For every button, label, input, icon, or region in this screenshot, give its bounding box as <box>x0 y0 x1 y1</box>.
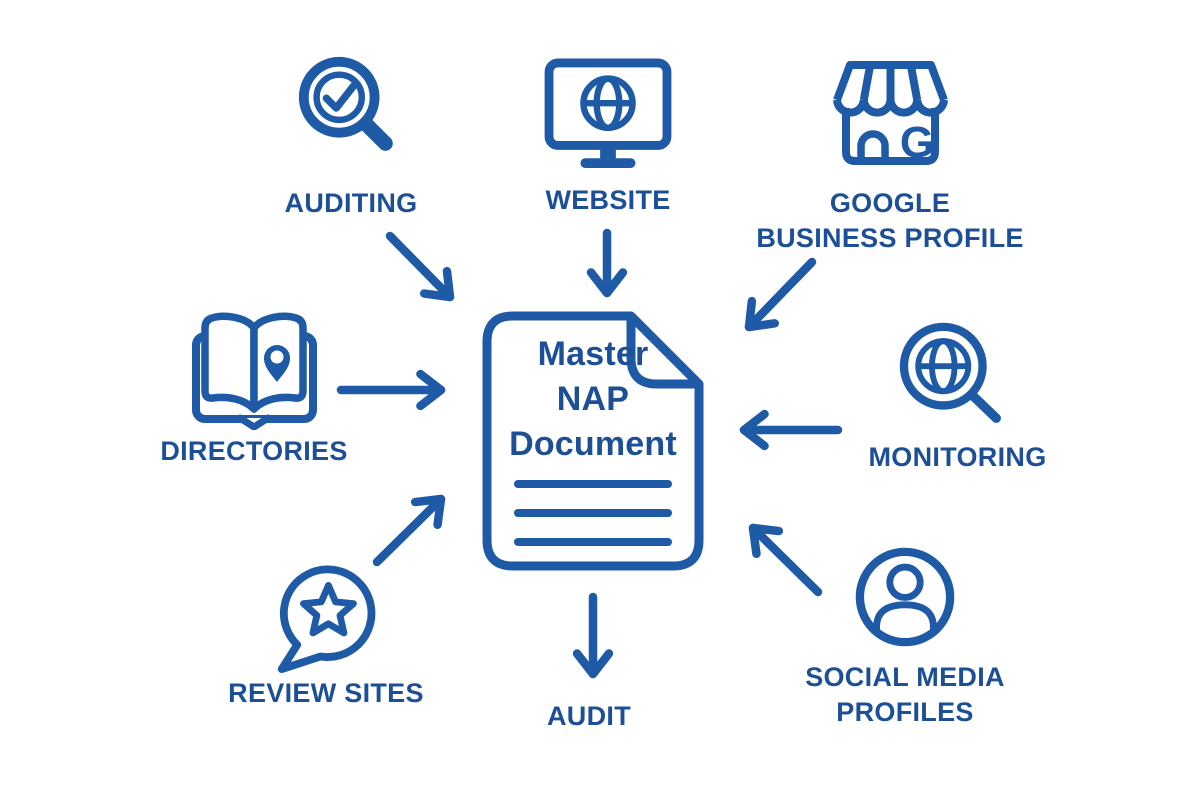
document-title-line1: Master <box>537 335 649 373</box>
arrow-monitoring <box>739 409 843 451</box>
monitor-globe-icon <box>544 58 672 169</box>
monitoring-label: MONITORING <box>868 442 1047 472</box>
audit-label: AUDIT <box>547 701 631 731</box>
social-label-line1: SOCIAL MEDIA <box>805 662 1005 692</box>
arrow-google-business-profile <box>744 257 817 332</box>
node-website: WEBSITE <box>503 57 713 218</box>
node-review-sites: REVIEW SITES <box>218 562 434 711</box>
node-monitoring: MONITORING <box>850 320 1065 475</box>
social-label-line2: PROFILES <box>836 697 974 727</box>
node-directories: DIRECTORIES <box>148 310 360 469</box>
open-book-location-pin-icon <box>192 312 317 430</box>
node-audit: AUDIT <box>504 699 674 734</box>
storefront-g-icon: G <box>832 61 948 167</box>
magnifier-check-icon <box>298 56 393 151</box>
person-circle-icon <box>855 547 955 647</box>
globe-magnifier-icon <box>899 322 1001 423</box>
node-google-business-profile: G GOOGLE BUSINESS PROFILE <box>756 56 1023 256</box>
arrow-website <box>586 228 628 298</box>
arrow-review-sites <box>372 494 446 567</box>
node-auditing: AUDITING <box>245 52 457 221</box>
gbp-label-line1: GOOGLE <box>829 188 951 218</box>
google-g-letter: G <box>899 118 933 167</box>
arrow-audit <box>572 592 614 679</box>
document-title-line3: Document <box>509 425 677 463</box>
node-social-media-profiles: SOCIAL MEDIA PROFILES <box>793 546 1017 730</box>
auditing-label: AUDITING <box>284 188 418 218</box>
master-nap-document: Master NAP Document <box>481 310 705 572</box>
gbp-label-line2: BUSINESS PROFILE <box>756 223 1024 253</box>
arrow-auditing <box>385 231 455 302</box>
directories-label: DIRECTORIES <box>160 436 348 466</box>
review-sites-label: REVIEW SITES <box>228 678 424 708</box>
document-title-line2: NAP <box>556 380 630 418</box>
speech-bubble-star-icon <box>277 565 376 674</box>
website-label: WEBSITE <box>545 185 671 215</box>
document-icon <box>482 311 704 571</box>
document-title: Master NAP Document <box>481 332 705 467</box>
